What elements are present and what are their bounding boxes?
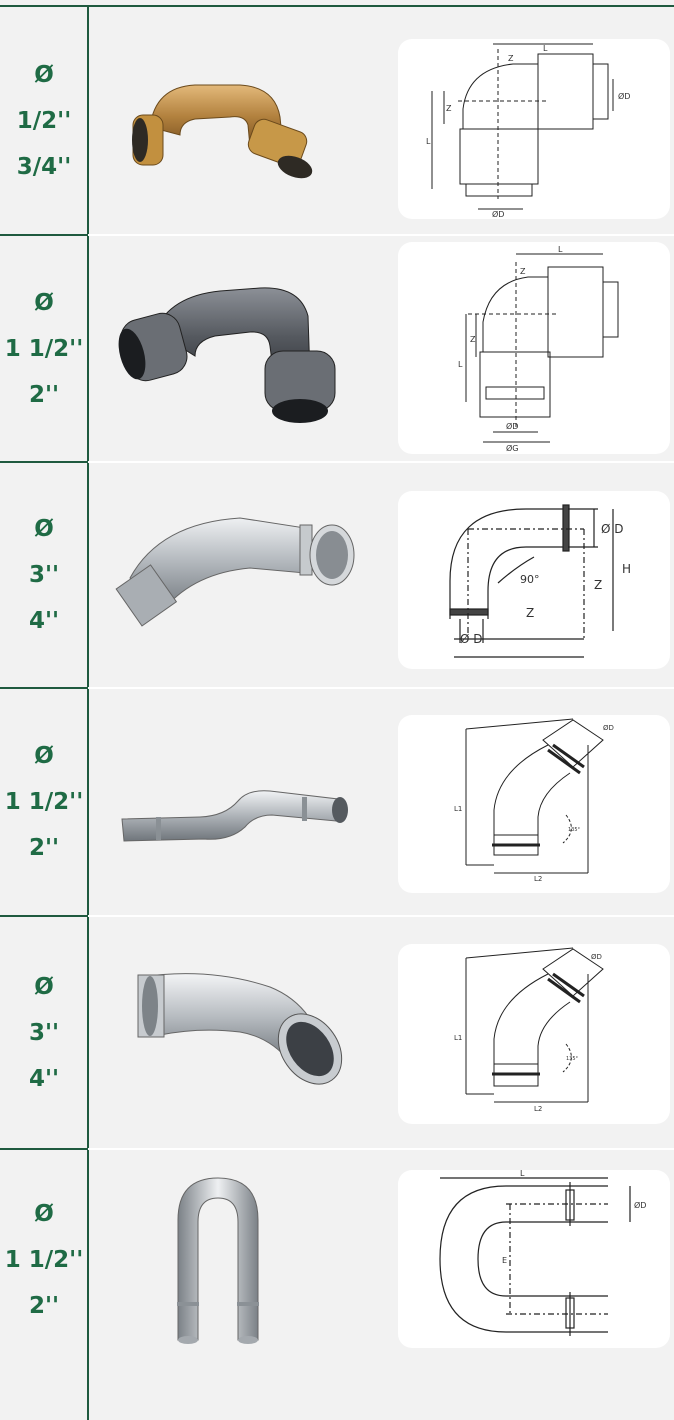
stainless-45-elbow-photo xyxy=(100,689,390,915)
dim-label: L2 xyxy=(534,875,542,883)
dim-label: Z xyxy=(594,578,602,592)
fitting-row-6: Ø 1 1/2'' 2'' xyxy=(0,1150,674,1370)
dim-label: ØD xyxy=(618,91,630,101)
stainless-elbow-photo xyxy=(100,917,390,1148)
dimension-drawing: L Z Z L ØD ØG xyxy=(398,242,670,454)
plastic-elbow-photo xyxy=(100,236,390,461)
fitting-row-4: Ø 1 1/2'' 2'' xyxy=(0,689,674,915)
dim-label: ØD xyxy=(634,1200,646,1210)
row-separator xyxy=(0,1148,674,1150)
stainless-bend-photo xyxy=(100,463,390,687)
dim-label: ØG xyxy=(506,443,519,453)
row-separator xyxy=(0,461,674,463)
dimension-drawing: ØD L1 135° L2 xyxy=(398,944,670,1124)
size-value: 4'' xyxy=(28,608,60,634)
dim-label: L xyxy=(426,137,431,146)
size-cell: Ø 1 1/2'' 2'' xyxy=(0,236,88,461)
dim-label: Z xyxy=(470,335,476,344)
dimension-drawing: L ØD E xyxy=(398,1170,670,1348)
fitting-row-1: Ø 1/2'' 3/4'' xyxy=(0,7,674,234)
diameter-symbol: Ø xyxy=(34,743,54,769)
dim-label: 90° xyxy=(520,573,540,586)
dim-label: L xyxy=(458,360,463,369)
dim-label: ØD xyxy=(591,953,602,961)
size-value: 1 1/2'' xyxy=(4,1247,84,1273)
dim-label: L xyxy=(543,44,548,53)
size-value: 2'' xyxy=(28,1293,60,1319)
dim-label: Z xyxy=(520,267,526,276)
brass-elbow-photo xyxy=(100,7,390,234)
size-cell: Ø 1 1/2'' 2'' xyxy=(0,689,88,915)
size-value: 1 1/2'' xyxy=(4,789,84,815)
fitting-row-3: Ø 3'' 4'' xyxy=(0,463,674,687)
size-value: 2'' xyxy=(28,381,60,408)
diameter-symbol: Ø xyxy=(34,61,54,88)
dim-label: Ø D xyxy=(601,522,624,536)
size-cell: Ø 3'' 4'' xyxy=(0,917,88,1148)
u-bend-photo xyxy=(100,1150,390,1370)
diameter-symbol: Ø xyxy=(34,289,54,316)
size-cell: Ø 1/2'' 3/4'' xyxy=(0,7,88,234)
dimension-drawing: L Z Z L ØD ØD xyxy=(398,39,670,219)
diameter-symbol: Ø xyxy=(34,1201,54,1227)
size-value: 1/2'' xyxy=(16,107,72,134)
dim-label: Ø D xyxy=(460,632,483,646)
dim-label: L xyxy=(520,1170,525,1178)
dimension-drawing: Ø D H Z 90° Z Ø D xyxy=(398,491,670,669)
size-cell: Ø 3'' 4'' xyxy=(0,463,88,687)
size-value: 4'' xyxy=(28,1065,60,1092)
dim-label: E xyxy=(502,1256,507,1265)
dim-label: ØD xyxy=(492,209,504,219)
diameter-symbol: Ø xyxy=(34,973,54,1000)
dim-label: Z xyxy=(446,104,452,113)
dim-label: Z xyxy=(508,54,514,63)
dim-label: 135° xyxy=(568,827,581,833)
dim-label: ØD xyxy=(603,724,614,732)
size-value: 3'' xyxy=(28,562,60,588)
dim-label: L2 xyxy=(534,1105,542,1113)
dim-label: ØD xyxy=(506,421,518,431)
dim-label: 135° xyxy=(566,1056,579,1062)
row-separator xyxy=(0,234,674,236)
size-value: 3'' xyxy=(28,1019,60,1046)
dim-label: L1 xyxy=(454,805,462,813)
top-rule xyxy=(0,5,674,7)
size-value: 1 1/2'' xyxy=(4,335,84,362)
fitting-row-5: Ø 3'' 4'' xyxy=(0,917,674,1148)
size-cell: Ø 1 1/2'' 2'' xyxy=(0,1150,88,1370)
size-value: 2'' xyxy=(28,835,60,861)
dim-label: L xyxy=(558,245,563,254)
fitting-row-2: Ø 1 1/2'' 2'' xyxy=(0,236,674,461)
column-divider xyxy=(87,5,89,1420)
diameter-symbol: Ø xyxy=(34,516,54,542)
dim-label: L1 xyxy=(454,1034,462,1042)
dim-label: H xyxy=(622,562,631,576)
row-separator xyxy=(0,915,674,917)
size-value: 3/4'' xyxy=(16,153,72,180)
dimension-drawing: ØD L1 135° L2 xyxy=(398,715,670,893)
row-separator xyxy=(0,687,674,689)
dim-label: Z xyxy=(526,606,534,620)
